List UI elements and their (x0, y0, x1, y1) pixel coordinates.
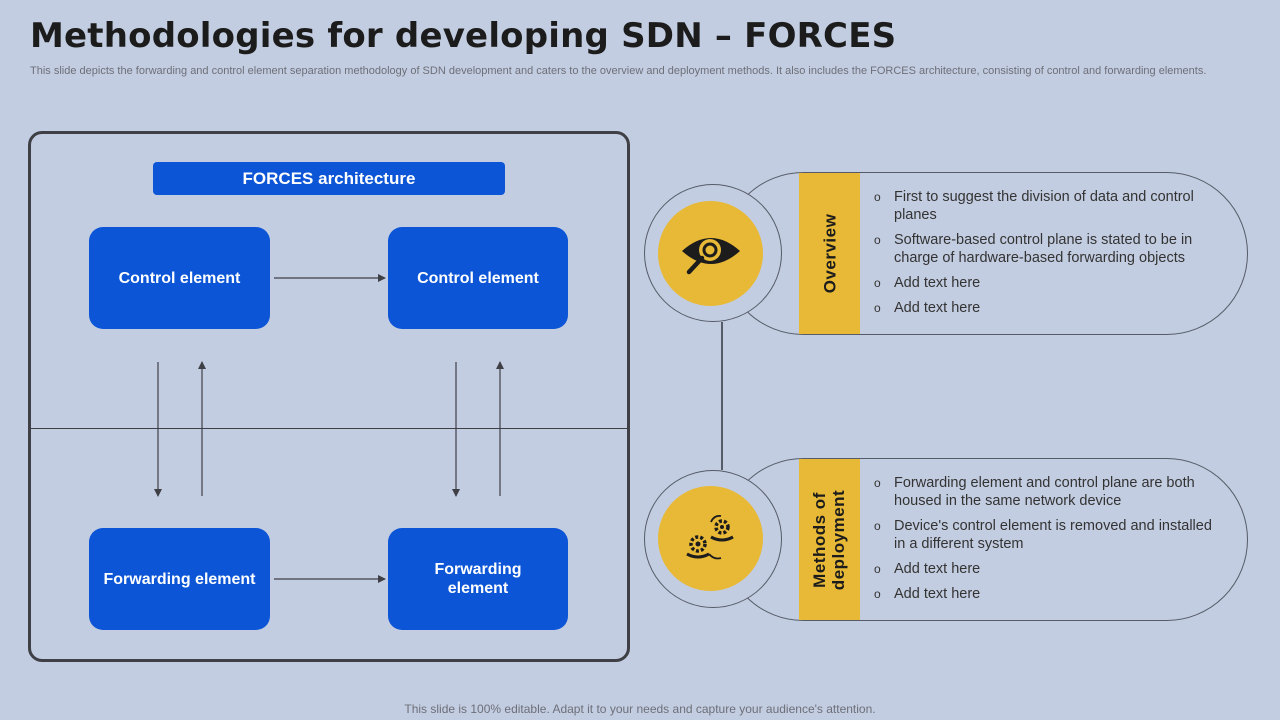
overview-bullet-list: First to suggest the division of data an… (874, 188, 1214, 324)
overview-label: Overview (820, 213, 840, 294)
gears-hands-icon (685, 514, 734, 559)
architecture-title: FORCES architecture (153, 162, 505, 195)
forwarding-element-box-right: Forwarding element (388, 528, 568, 630)
deployment-icon-circle (658, 486, 763, 591)
deployment-bullet-list: Forwarding element and control plane are… (874, 474, 1214, 610)
section-connector (721, 322, 723, 470)
architecture-panel (28, 131, 630, 662)
list-item: Device's control element is removed and … (874, 517, 1214, 553)
deployment-label-band: Methods of deployment (799, 459, 860, 620)
control-element-box-left: Control element (89, 227, 270, 329)
list-item: Add text here (874, 560, 1214, 578)
overview-label-band: Overview (799, 173, 860, 334)
list-item: Software-based control plane is stated t… (874, 231, 1214, 267)
eye-search-icon (681, 237, 740, 274)
slide-subtitle: This slide depicts the forwarding and co… (30, 65, 1207, 77)
slide-footer: This slide is 100% editable. Adapt it to… (404, 702, 876, 716)
list-item: Add text here (874, 585, 1214, 603)
overview-icon-circle (658, 201, 763, 306)
list-item: Forwarding element and control plane are… (874, 474, 1214, 510)
deployment-label: Methods of deployment (810, 489, 849, 590)
plane-divider (28, 428, 630, 429)
forwarding-element-box-left: Forwarding element (89, 528, 270, 630)
control-element-box-right: Control element (388, 227, 568, 329)
slide-title: Methodologies for developing SDN – FORCE… (30, 16, 897, 56)
list-item: First to suggest the division of data an… (874, 188, 1214, 224)
list-item: Add text here (874, 274, 1214, 292)
list-item: Add text here (874, 299, 1214, 317)
